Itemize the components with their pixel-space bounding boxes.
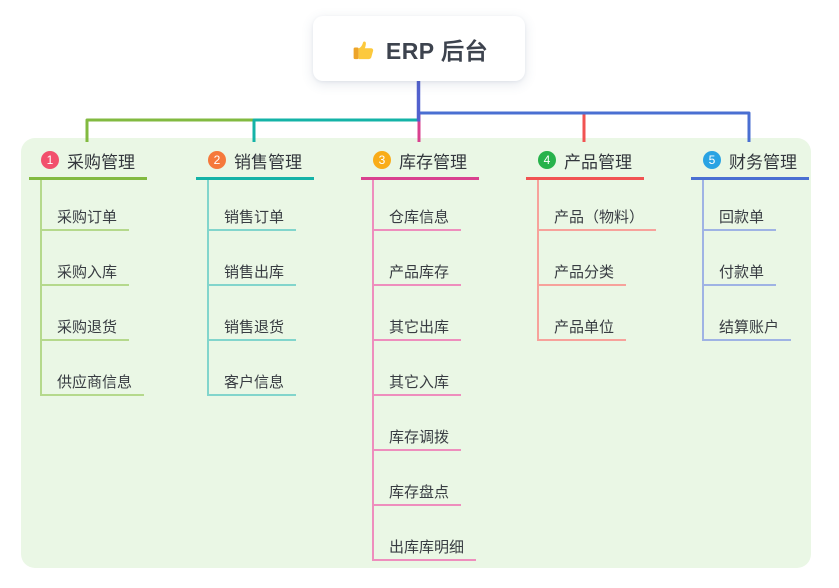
branch-title-label: 销售管理 <box>234 152 302 172</box>
branch-title-3[interactable]: 3 库存管理 <box>361 148 479 180</box>
child-node[interactable]: 销售退货 <box>207 315 297 341</box>
branch-number-badge: 5 <box>703 151 721 169</box>
child-node[interactable]: 销售出库 <box>207 260 297 286</box>
child-node[interactable]: 供应商信息 <box>40 370 145 396</box>
branches-panel <box>21 138 811 568</box>
branch-title-label: 财务管理 <box>729 152 797 172</box>
child-node[interactable]: 采购退货 <box>40 315 130 341</box>
branch-trunk-line <box>207 180 209 396</box>
child-node[interactable]: 付款单 <box>702 260 777 286</box>
child-node[interactable]: 其它出库 <box>372 315 462 341</box>
child-node[interactable]: 采购订单 <box>40 205 130 231</box>
branch-trunk-line <box>40 180 42 396</box>
branch-connector <box>418 111 751 142</box>
branch-title-5[interactable]: 5 财务管理 <box>691 148 809 180</box>
root-node-title: ERP 后台 <box>385 37 489 64</box>
branch-number-badge: 2 <box>208 151 226 169</box>
branch-number-badge: 4 <box>538 151 556 169</box>
branch-title-label: 采购管理 <box>67 152 135 172</box>
child-node[interactable]: 客户信息 <box>207 370 297 396</box>
child-node[interactable]: 仓库信息 <box>372 205 462 231</box>
branch-title-1[interactable]: 1 采购管理 <box>29 148 147 180</box>
branch-trunk-line <box>702 180 704 341</box>
branch-trunk-line <box>372 180 374 561</box>
branch-title-label: 产品管理 <box>564 152 632 172</box>
child-node[interactable]: 其它入库 <box>372 370 462 396</box>
branch-connector <box>252 118 419 142</box>
child-node[interactable]: 产品库存 <box>372 260 462 286</box>
branch-title-label: 库存管理 <box>399 152 467 172</box>
branch-trunk-line <box>537 180 539 341</box>
root-node-erp[interactable]: ERP 后台 <box>313 16 525 81</box>
branch-number-badge: 3 <box>373 151 391 169</box>
branch-title-2[interactable]: 2 销售管理 <box>196 148 314 180</box>
child-node[interactable]: 出库库明细 <box>372 535 477 561</box>
child-node[interactable]: 库存盘点 <box>372 480 462 506</box>
child-node[interactable]: 产品单位 <box>537 315 627 341</box>
child-node[interactable]: 销售订单 <box>207 205 297 231</box>
branch-connector <box>418 111 586 142</box>
child-node[interactable]: 产品（物料） <box>537 205 657 231</box>
child-node[interactable]: 采购入库 <box>40 260 130 286</box>
child-node[interactable]: 库存调拨 <box>372 425 462 451</box>
child-node[interactable]: 产品分类 <box>537 260 627 286</box>
child-node[interactable]: 回款单 <box>702 205 777 231</box>
thumbs-up-icon <box>353 40 374 59</box>
branch-number-badge: 1 <box>41 151 59 169</box>
branch-title-4[interactable]: 4 产品管理 <box>526 148 644 180</box>
child-node[interactable]: 结算账户 <box>702 315 792 341</box>
